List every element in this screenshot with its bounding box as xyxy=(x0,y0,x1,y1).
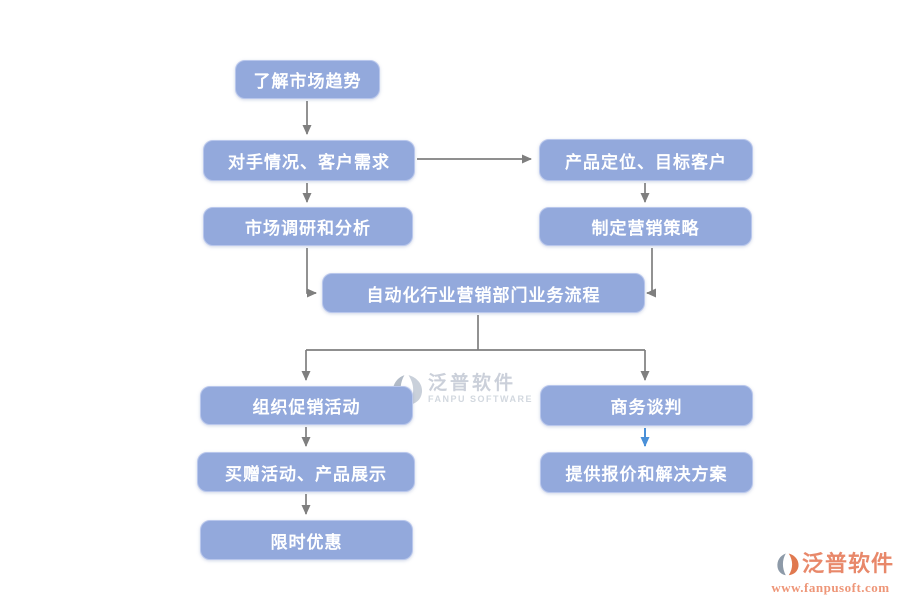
node-market-trends: 了解市场趋势 xyxy=(235,60,380,99)
footer-brand-text: 泛普软件 xyxy=(801,551,894,576)
node-competitors-customer-needs: 对手情况、客户需求 xyxy=(203,140,415,181)
node-business-negotiation: 商务谈判 xyxy=(540,385,753,426)
edge-strategy-to-process xyxy=(646,248,656,298)
node-market-research: 市场调研和分析 xyxy=(203,207,413,246)
watermark-brand-en-text: FANPU SOFTWARE xyxy=(428,394,534,404)
fanpu-footer-logo: 泛普软件 www.fanpusoft.com xyxy=(763,549,898,596)
fanpu-logo-icon xyxy=(777,553,799,576)
node-promotion-activities: 组织促销活动 xyxy=(200,386,413,425)
watermark-brand-text: 泛普软件 xyxy=(428,373,517,394)
node-limited-time-offer: 限时优惠 xyxy=(200,520,413,560)
edge-research-to-process xyxy=(306,248,317,298)
node-marketing-strategy: 制定营销策略 xyxy=(539,207,752,246)
footer-url-text: www.fanpusoft.com xyxy=(771,580,890,595)
node-product-positioning: 产品定位、目标客户 xyxy=(539,139,753,181)
node-gift-activities-product-display: 买赠活动、产品展示 xyxy=(197,452,415,492)
node-quote-and-solution: 提供报价和解决方案 xyxy=(540,452,753,493)
node-main-process-title: 自动化行业营销部门业务流程 xyxy=(322,273,645,313)
